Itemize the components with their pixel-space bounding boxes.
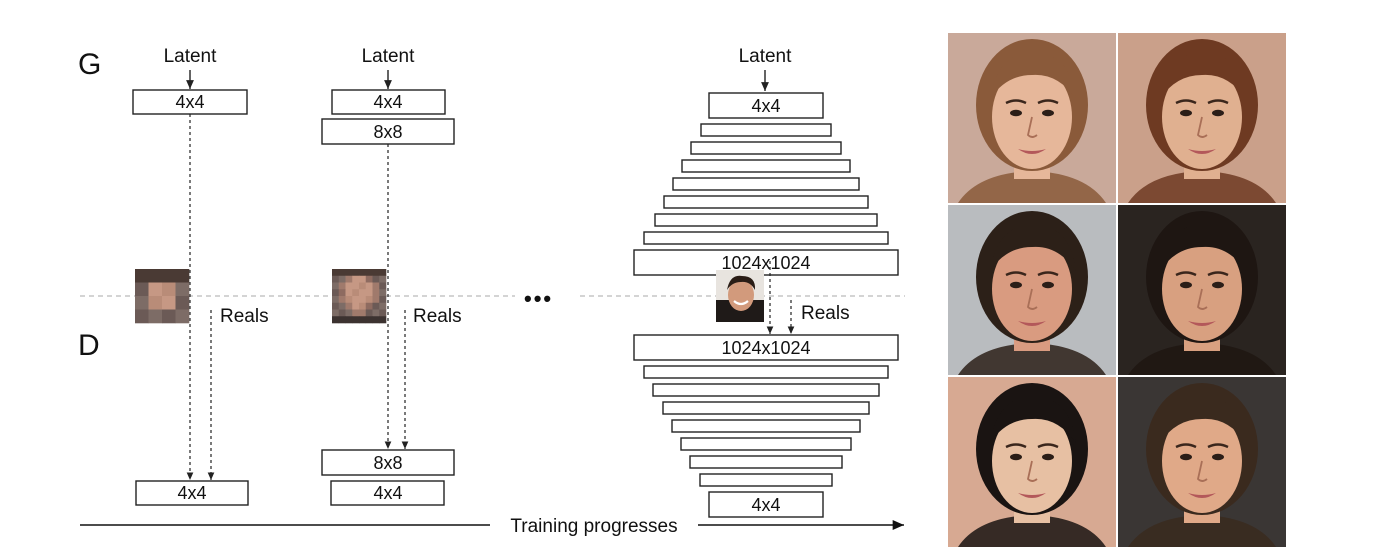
d-block — [662, 401, 870, 415]
d-block-8x8 — [321, 449, 455, 476]
discriminator-stack: 1024x1024 4x4 — [633, 334, 899, 518]
stage-1: Latent 4x4 Reals 4x4 — [132, 46, 269, 506]
stage-final: Latent 4x4 1024x1024 1024x1024 4x4 Reals — [633, 46, 899, 518]
generator-label: G — [78, 48, 101, 81]
d-block-label: 4x4 — [177, 483, 206, 503]
g-block-label: 4x4 — [751, 96, 780, 116]
generator-stack: 4x4 1024x1024 — [633, 92, 899, 276]
d-block-label: 1024x1024 — [721, 338, 810, 358]
g-block — [654, 213, 878, 227]
timeline-label: Training progresses — [510, 516, 677, 537]
g-block-label: 4x4 — [373, 92, 402, 112]
reals-label: Reals — [801, 303, 850, 324]
generated-face-4 — [1118, 205, 1286, 375]
g-block-4x4 — [331, 89, 446, 115]
d-block — [689, 455, 843, 469]
d-block — [671, 419, 861, 433]
g-block-4x4 — [132, 89, 248, 115]
g-block — [633, 249, 899, 276]
latent-label: Latent — [739, 46, 793, 67]
reals-label: Reals — [413, 306, 462, 327]
latent-label: Latent — [164, 46, 218, 67]
latent-label: Latent — [362, 46, 416, 67]
real-sample-8x8-thumb — [332, 269, 387, 324]
d-block — [708, 491, 824, 518]
d-block-label: 8x8 — [373, 453, 402, 473]
generated-face-5 — [948, 377, 1116, 547]
g-block — [690, 141, 842, 155]
d-block — [699, 473, 833, 487]
generated-face-3 — [948, 205, 1116, 375]
real-sample-1024-thumb — [716, 270, 764, 322]
d-block — [652, 383, 880, 397]
g-block-8x8 — [321, 118, 455, 145]
reals-label: Reals — [220, 306, 269, 327]
generated-face-2 — [1118, 33, 1286, 203]
d-block-label: 4x4 — [373, 483, 402, 503]
stage-2: Latent 4x4 8x8 Reals 8x8 4x4 — [321, 46, 462, 506]
d-block — [633, 334, 899, 361]
g-block-label: 8x8 — [373, 122, 402, 142]
d-block-4x4 — [135, 480, 249, 506]
g-block — [700, 123, 832, 137]
generated-face-6 — [1118, 377, 1286, 547]
g-block — [643, 231, 889, 245]
d-block — [680, 437, 852, 451]
training-timeline: Training progresses — [80, 516, 904, 537]
generated-faces-grid — [948, 33, 1286, 547]
generated-face-1 — [948, 33, 1116, 203]
g-block — [681, 159, 851, 173]
g-block — [663, 195, 869, 209]
d-block-label: 4x4 — [751, 495, 780, 515]
discriminator-label: D — [78, 329, 100, 362]
ellipsis: ••• — [524, 286, 553, 311]
real-sample-4x4-thumb — [135, 269, 190, 324]
g-block — [672, 177, 860, 191]
g-block-label: 4x4 — [175, 92, 204, 112]
d-block — [643, 365, 889, 379]
d-block-4x4 — [330, 480, 445, 506]
g-block-label: 1024x1024 — [721, 253, 810, 273]
g-block — [708, 92, 824, 119]
